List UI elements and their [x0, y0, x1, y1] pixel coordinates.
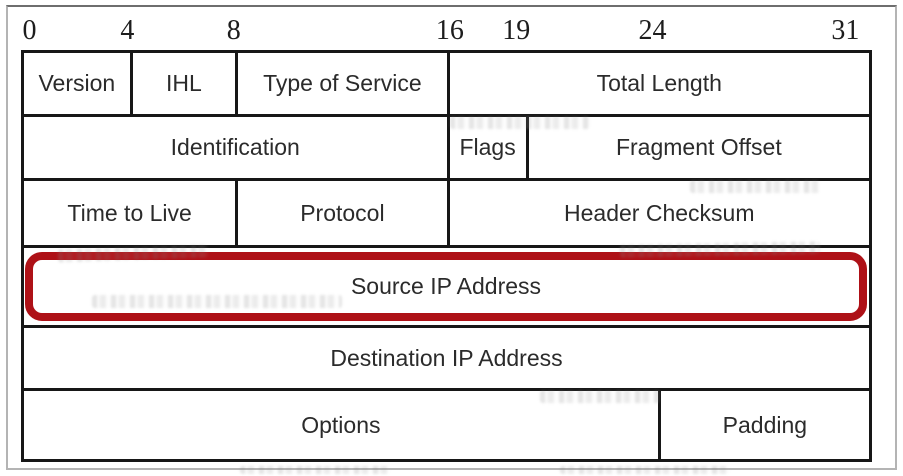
field-source-ip-address: Source IP Address: [350, 273, 542, 299]
ip-header-table: Version IHL Type of Service Total Length…: [21, 50, 872, 462]
bit-label-8: 8: [226, 15, 241, 46]
field-ihl: IHL: [129, 53, 236, 114]
field-time-to-live: Time to Live: [67, 199, 192, 226]
field-destination-ip-address: Destination IP Address: [330, 344, 563, 371]
field-total-length: Total Length: [446, 53, 870, 114]
header-row-2: Identification Flags Fragment Offset: [24, 114, 869, 178]
header-row-4: Source IP Address: [24, 245, 869, 325]
field-protocol: Protocol: [235, 181, 446, 245]
field-version: Version: [38, 70, 116, 96]
source-ip-highlight-outline: Source IP Address: [25, 252, 867, 321]
field-identification: Identification: [170, 134, 300, 160]
field-type-of-service: Type of Service: [235, 53, 446, 114]
bit-label-16: 16: [435, 15, 464, 46]
header-row-3: Time to Live Protocol Header Checksum: [24, 178, 869, 245]
bit-label-4: 4: [120, 15, 135, 46]
bit-scale: 0 4 8 16 19 24 31: [21, 13, 872, 49]
bit-label-31: 31: [831, 15, 860, 46]
header-row-5: Destination IP Address: [24, 325, 869, 388]
watermark-artifact: [560, 466, 730, 474]
bit-label-19: 19: [502, 15, 531, 46]
field-flags: Flags: [446, 117, 526, 178]
field-padding: Padding: [657, 391, 869, 459]
field-options: Options: [301, 411, 381, 438]
watermark-artifact: [240, 466, 390, 474]
field-fragment-offset: Fragment Offset: [525, 117, 869, 178]
field-header-checksum: Header Checksum: [446, 181, 870, 245]
bit-label-24: 24: [638, 15, 667, 46]
bit-label-0: 0: [22, 15, 37, 46]
header-row-6: Options Padding: [24, 388, 869, 459]
header-row-1: Version IHL Type of Service Total Length: [24, 53, 869, 114]
